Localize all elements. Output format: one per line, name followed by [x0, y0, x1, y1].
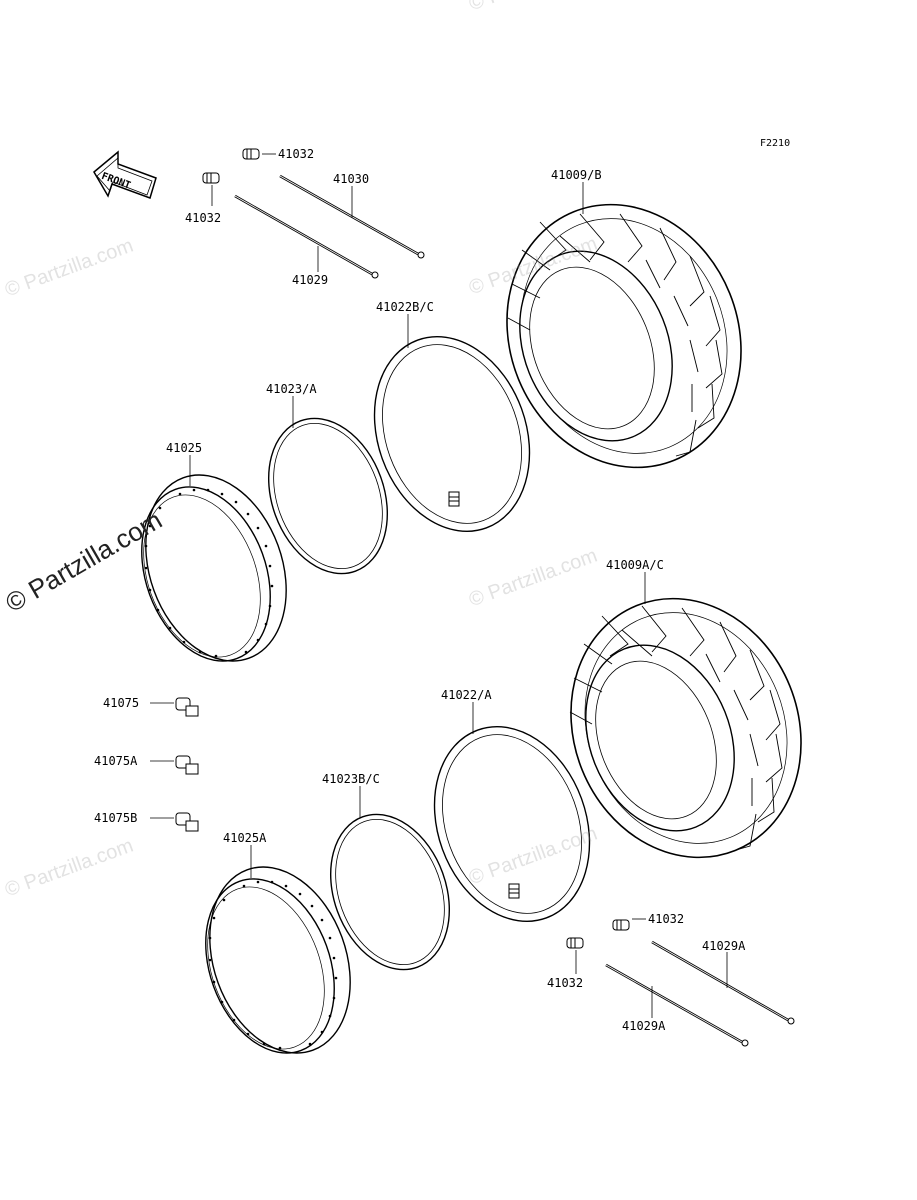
spoke-41029 — [235, 196, 379, 279]
valve-41075 — [176, 698, 198, 716]
spoke-41029a-upper — [652, 942, 795, 1025]
part-label-41075: 41075 — [103, 696, 140, 710]
part-label-41025: 41025 — [166, 441, 203, 455]
spoke-41029a-lower — [606, 965, 749, 1047]
tube-41022-a — [408, 705, 615, 944]
part-label-41023b-c: 41023B/C — [322, 772, 380, 786]
part-label-41009-b: 41009/B — [551, 168, 602, 182]
rim-band-41023-a — [248, 402, 408, 591]
part-label-41032-top: 41032 — [278, 147, 315, 161]
tire-41009a-c — [533, 564, 840, 893]
rim-band-41023b-c — [310, 798, 470, 987]
valve-41075a — [176, 756, 198, 774]
part-label-41029a-lower: 41029A — [622, 1019, 666, 1033]
rim-41025 — [119, 455, 311, 681]
leader-lines — [150, 154, 727, 1018]
rim-41025a — [183, 847, 375, 1073]
tire-41009-b — [468, 169, 780, 503]
part-label-41023-a: 41023/A — [266, 382, 317, 396]
part-label-41022-a: 41022/A — [441, 688, 492, 702]
part-label-41075a: 41075A — [94, 754, 138, 768]
part-label-41075b: 41075B — [94, 811, 138, 825]
tube-41022b-c — [348, 315, 555, 554]
part-label-41032-bottom-left: 41032 — [547, 976, 584, 990]
part-label-41009a-c: 41009A/C — [606, 558, 664, 572]
part-label-41025a: 41025A — [223, 831, 267, 845]
nipple-41032-left — [203, 173, 219, 183]
nipple-41032-bottom-left — [567, 938, 583, 948]
nipple-41032-top — [243, 149, 259, 159]
part-label-41022b-c: 41022B/C — [376, 300, 434, 314]
spoke-41030 — [280, 176, 425, 259]
part-label-41029a-upper: 41029A — [702, 939, 746, 953]
part-label-41032-left: 41032 — [185, 211, 222, 225]
part-label-41032-bottom-right: 41032 — [648, 912, 685, 926]
front-arrow-icon — [94, 152, 156, 198]
part-label-41030: 41030 — [333, 172, 370, 186]
figure-code: F2210 — [760, 138, 791, 149]
nipple-41032-bottom-right — [613, 920, 629, 930]
valve-41075b — [176, 813, 198, 831]
part-label-41029: 41029 — [292, 273, 329, 287]
